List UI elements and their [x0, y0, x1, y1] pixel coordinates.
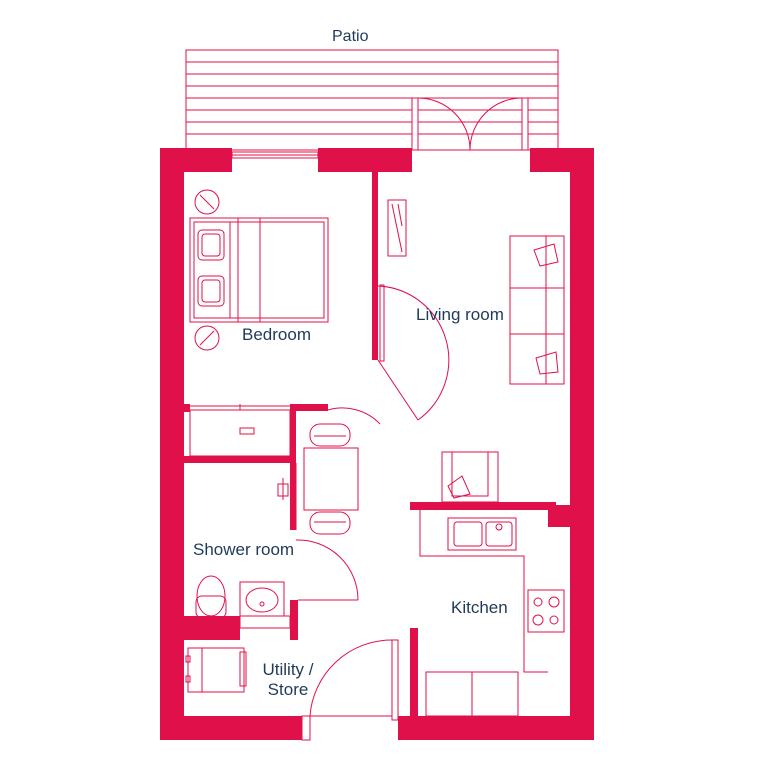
label-utility-store: Utility / Store: [256, 660, 320, 700]
patio-double-door: [411, 97, 529, 151]
label-utility-line2: Store: [267, 680, 309, 699]
outer-walls: [160, 148, 594, 740]
interior-walls: [184, 172, 556, 720]
wardrobe: [189, 404, 291, 457]
label-living-room: Living room: [416, 305, 504, 324]
sofa: [509, 235, 565, 385]
bedroom-window: [231, 151, 319, 159]
washing-machine: [185, 647, 247, 693]
bedroom-door: [377, 284, 450, 421]
hob: [527, 589, 565, 633]
hall-door: [327, 407, 381, 425]
bedside-lamps: [194, 189, 220, 351]
kitchen-units: [419, 510, 548, 717]
wash-basin: [239, 581, 291, 629]
armchair: [441, 451, 499, 503]
dining-table: [303, 423, 359, 535]
shower-room-door: [295, 539, 359, 601]
toilet: [195, 575, 227, 619]
label-bedroom: Bedroom: [242, 325, 311, 344]
label-shower-room: Shower room: [193, 540, 295, 559]
shower-tray: [277, 463, 297, 530]
label-kitchen: Kitchen: [451, 598, 508, 617]
patio-decking: [185, 49, 559, 151]
label-utility-line1: Utility /: [262, 660, 314, 679]
double-bed: [189, 217, 329, 323]
label-patio: Patio: [332, 28, 369, 45]
tv-unit: [387, 199, 407, 257]
entrance-door: [301, 639, 399, 741]
